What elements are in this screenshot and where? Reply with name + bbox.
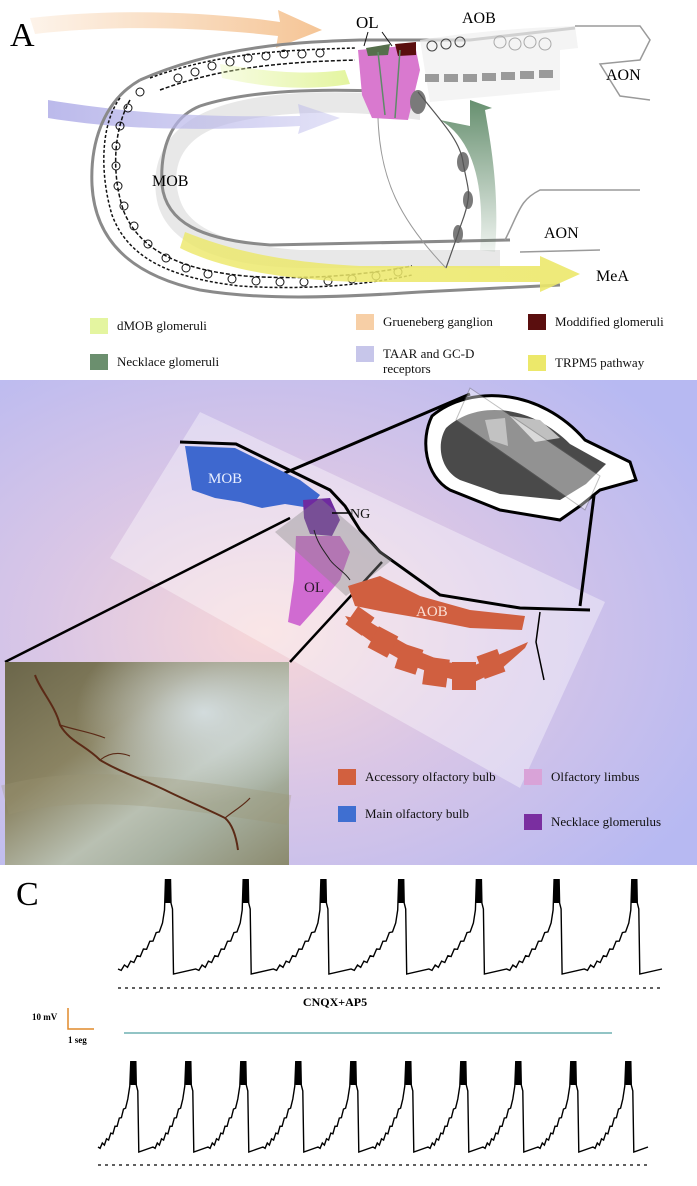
legend-item-ng: Necklace glomerulus xyxy=(524,814,661,830)
necklace-arrow xyxy=(440,100,497,252)
legend-label: Olfactory limbus xyxy=(551,769,640,784)
inset-square xyxy=(275,498,392,596)
legend-label: Accessory olfactory bulb xyxy=(365,769,496,784)
ng-region xyxy=(303,498,340,536)
legend-swatch xyxy=(528,355,546,371)
mea-label: MeA xyxy=(596,268,629,285)
aon-bottom-outline xyxy=(504,189,640,253)
legend-swatch xyxy=(338,769,356,785)
legend-item-trpm5: TRPM5 pathway xyxy=(528,355,644,371)
scale-time: 1 seg xyxy=(68,1035,87,1045)
neurite xyxy=(313,529,351,581)
panel-b-diagram: MOB NG OL AOB xyxy=(0,380,697,865)
panel-a: A xyxy=(0,0,697,380)
limbus-projection xyxy=(377,117,447,269)
legend-swatch xyxy=(90,318,108,334)
legend-swatch xyxy=(524,769,542,785)
legend-swatch xyxy=(338,806,356,822)
dmob-glomeruli xyxy=(220,64,350,88)
ng-label: NG xyxy=(350,507,370,522)
legend-item-taar: TAAR and GC-D receptors xyxy=(356,346,506,376)
aob-segments xyxy=(345,606,506,690)
aob-glomeruli xyxy=(426,35,552,52)
legend-item-modified: Moddified glomeruli xyxy=(528,314,668,330)
legend-label: Main olfactory bulb xyxy=(365,806,469,821)
legend-item-grueneberg: Grueneberg ganglion xyxy=(356,314,493,330)
recording-trace-control xyxy=(117,878,663,975)
legend-swatch xyxy=(524,814,542,830)
grueneberg-arrow xyxy=(30,10,322,48)
recording-trace-cnqx xyxy=(97,1060,649,1153)
aob-upper xyxy=(348,576,525,630)
legend-swatch xyxy=(90,354,108,370)
aon-bottom-label: AON xyxy=(544,225,579,242)
ol-region xyxy=(288,536,350,626)
bulb-contour xyxy=(179,440,591,612)
mob-outer-bottom xyxy=(90,78,561,299)
zoom-line xyxy=(4,516,291,664)
aob-label: AOB xyxy=(416,604,448,620)
aon-top-label: AON xyxy=(606,67,641,84)
legend-label: TAAR and GC-D receptors xyxy=(383,346,475,376)
legend-label: Moddified glomeruli xyxy=(555,314,664,329)
scale-bar xyxy=(67,1008,94,1030)
aob-region xyxy=(420,26,578,102)
panel-a-letter: A xyxy=(10,17,35,54)
neuron-axon xyxy=(417,91,470,269)
panel-c-traces: C 10 mV 1 seg CNQX+AP5 xyxy=(16,876,663,1166)
panel-a-diagram: A xyxy=(10,10,651,299)
legend-item-mob: Main olfactory bulb xyxy=(338,806,469,822)
panel-c: C 10 mV 1 seg CNQX+AP5 xyxy=(0,865,697,1181)
scale-voltage: 10 mV xyxy=(32,1012,58,1022)
micrograph-inset xyxy=(1,662,292,865)
aon-top-outline xyxy=(575,25,651,101)
legend-swatch xyxy=(356,346,374,362)
legend-label: TRPM5 pathway xyxy=(555,355,645,370)
trpm5-arrow xyxy=(180,232,580,292)
aob-mitral-layer xyxy=(425,70,553,82)
brain-inset xyxy=(424,387,638,522)
olfactory-limbus xyxy=(358,45,420,120)
legend-item-necklace: Necklace glomeruli xyxy=(90,354,219,370)
legend-item-dmob: dMOB glomeruli xyxy=(90,318,207,334)
necklace-connections xyxy=(377,49,401,119)
modified-glomeruli xyxy=(395,42,416,56)
glomerular-layer-outer xyxy=(103,47,413,289)
taar-arrow xyxy=(48,100,340,134)
zoom-line xyxy=(289,561,383,663)
ol-label: OL xyxy=(356,13,379,32)
legend-item-ol: Olfactory limbus xyxy=(524,769,639,785)
zoom-line xyxy=(578,479,598,607)
panel-c-letter: C xyxy=(16,876,39,913)
aob-label: AOB xyxy=(462,10,496,27)
necklace-glomeruli-top xyxy=(366,44,390,56)
ol-label: OL xyxy=(304,580,324,596)
legend-label: Necklace glomerulus xyxy=(551,814,662,829)
mob-inner-band xyxy=(155,92,500,268)
aob-contour-tail xyxy=(535,611,545,681)
legend-item-aob: Accessory olfactory bulb xyxy=(338,769,496,785)
mob-label: MOB xyxy=(152,173,188,190)
panel-b: MOB NG OL AOB Accessory olfactory bulb O… xyxy=(0,380,697,865)
legend-swatch xyxy=(356,314,374,330)
drug-label: CNQX+AP5 xyxy=(303,995,367,1009)
legend-label: Grueneberg ganglion xyxy=(383,314,493,329)
mob-region xyxy=(185,446,320,508)
legend-label: Necklace glomeruli xyxy=(117,354,220,369)
legend-swatch xyxy=(528,314,546,330)
legend-label: dMOB glomeruli xyxy=(117,318,207,333)
mob-label: MOB xyxy=(208,471,242,487)
